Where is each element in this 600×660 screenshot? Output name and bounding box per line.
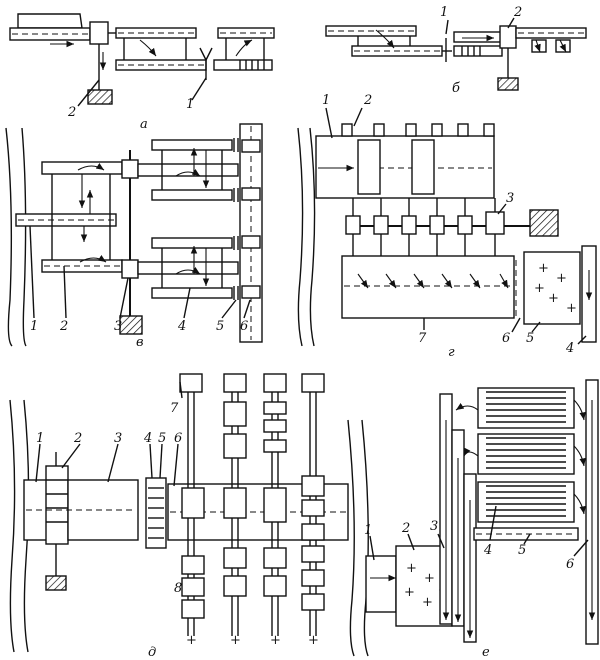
panel-d: + + + + 1 2 3 4 5 6 7 8 д <box>9 373 349 660</box>
label-b-2: 2 <box>513 5 522 20</box>
label-d-4: 4 <box>143 431 152 446</box>
label-g-5: 5 <box>526 331 534 346</box>
panel-v: 1 2 3 4 5 6 в <box>5 123 263 350</box>
svg-text:+: + <box>534 281 545 296</box>
label-g-6: 6 <box>502 331 510 346</box>
label-v-3: 3 <box>114 319 122 334</box>
label-g-4: 4 <box>565 341 574 356</box>
label-d-8: 8 <box>174 581 182 596</box>
label-d-7: 7 <box>170 401 179 416</box>
svg-text:+: + <box>186 633 197 648</box>
label-g-1: 1 <box>322 93 330 108</box>
label-d-6: 6 <box>174 431 182 446</box>
svg-text:+: + <box>566 301 577 316</box>
svg-text:+: + <box>538 261 549 276</box>
label-g-2: 2 <box>363 93 372 108</box>
label-v-4: 4 <box>177 319 186 334</box>
label-e-3: 3 <box>430 519 438 534</box>
svg-text:+: + <box>422 595 433 610</box>
svg-text:+: + <box>404 585 415 600</box>
label-g-7: 7 <box>418 331 427 346</box>
label-d-5: 5 <box>158 431 166 446</box>
label-v-5: 5 <box>216 319 224 334</box>
caption-b: б <box>452 81 460 96</box>
label-v-1: 1 <box>30 319 38 334</box>
label-b-1: 1 <box>440 5 448 20</box>
svg-text:+: + <box>424 571 435 586</box>
svg-text:+: + <box>556 271 567 286</box>
svg-text:+: + <box>270 633 281 648</box>
label-e-5: 5 <box>518 543 526 558</box>
caption-a: а <box>140 117 148 132</box>
svg-text:+: + <box>308 633 319 648</box>
label-e-4: 4 <box>483 543 492 558</box>
panel-a: 2 1 а <box>9 13 275 132</box>
label-d-1: 1 <box>36 431 44 446</box>
label-e-1: 1 <box>364 523 372 538</box>
svg-text:+: + <box>230 633 241 648</box>
label-d-2: 2 <box>73 431 82 446</box>
svg-text:+: + <box>406 561 417 576</box>
label-a-2: 2 <box>67 105 76 120</box>
caption-e: е <box>482 645 490 660</box>
svg-text:+: + <box>548 291 559 306</box>
label-e-6: 6 <box>566 557 574 572</box>
panel-g: + + + + + 1 2 3 4 5 6 7 г <box>297 93 597 360</box>
panel-b: 1 2 б <box>325 5 587 96</box>
label-d-3: 3 <box>114 431 122 446</box>
label-a-1: 1 <box>186 97 194 112</box>
label-g-3: 3 <box>506 191 514 206</box>
label-v-6: 6 <box>240 319 248 334</box>
label-e-2: 2 <box>401 521 410 536</box>
caption-d: д <box>148 645 156 660</box>
caption-g: г <box>448 345 455 360</box>
panel-e: ++ +++ <box>347 379 599 660</box>
caption-v: в <box>136 335 144 350</box>
label-v-2: 2 <box>59 319 68 334</box>
